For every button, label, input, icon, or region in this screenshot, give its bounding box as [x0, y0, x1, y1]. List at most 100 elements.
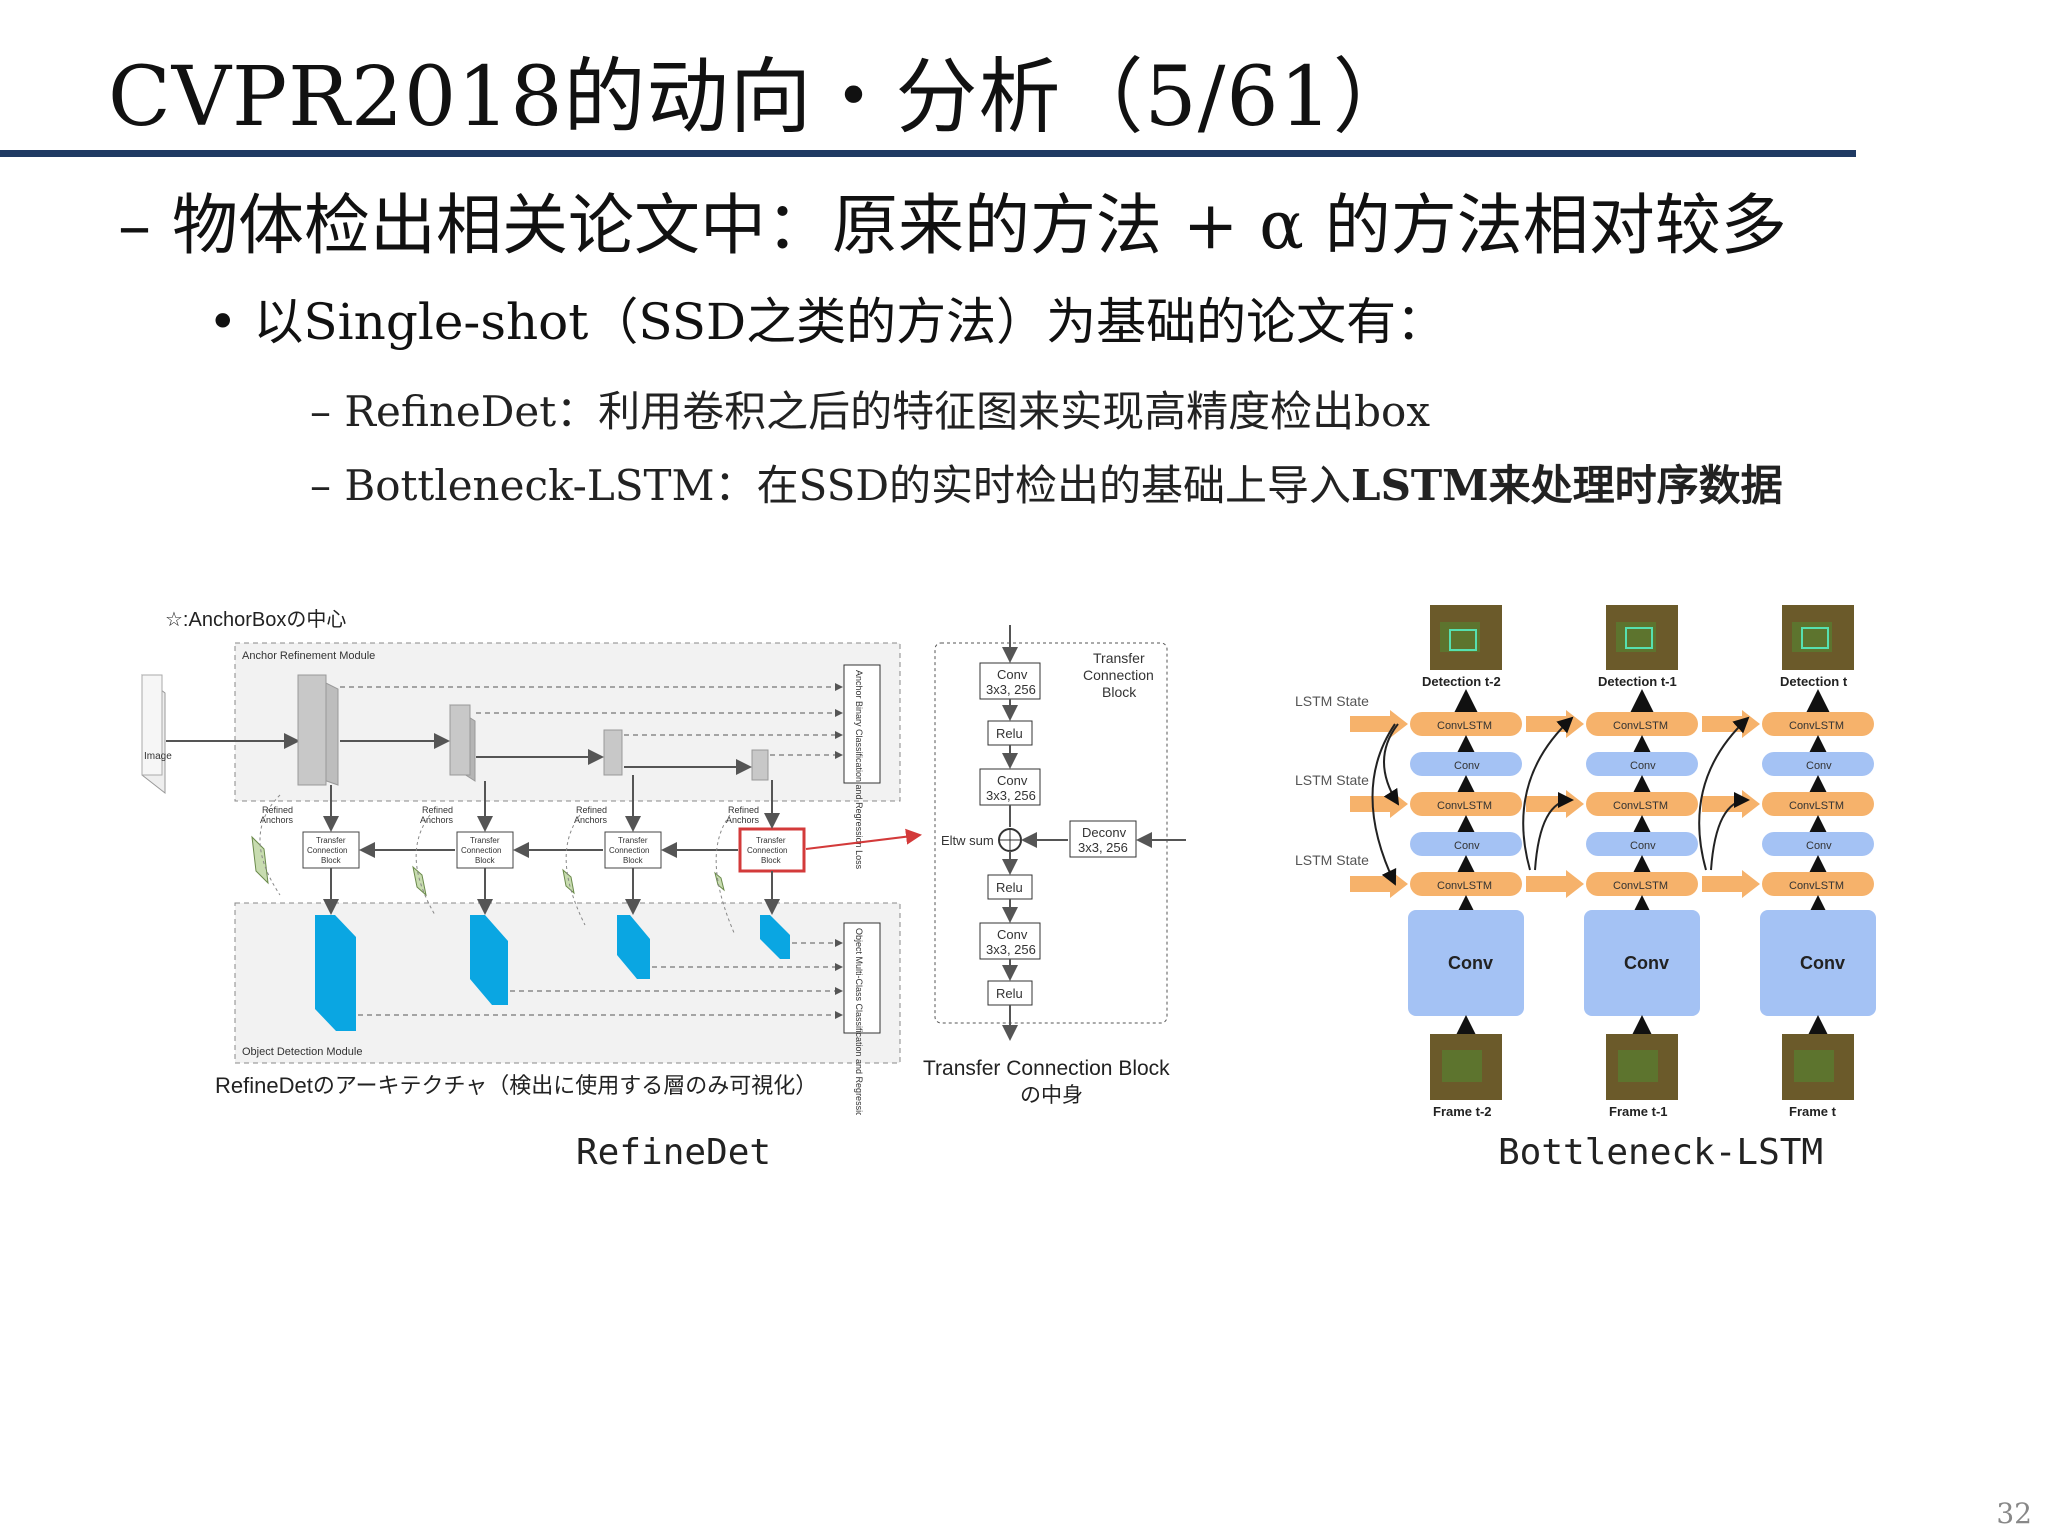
- convlstm-t-2-bottom: [1410, 872, 1522, 896]
- svg-text:Conv: Conv: [1806, 840, 1832, 852]
- tcb-caption-1: Transfer Connection Block: [923, 1057, 1170, 1080]
- arm-loss-box: [843, 664, 881, 784]
- convlstm-t-bottom: [1762, 872, 1874, 896]
- svg-text:ConvLSTM: ConvLSTM: [1789, 880, 1844, 892]
- frame-label-t: Frame t: [1789, 1104, 1837, 1119]
- anchor-glyph-3: [562, 868, 575, 895]
- convlstm-t-1-bottom: [1586, 872, 1698, 896]
- lstm-state-label-1: LSTM State: [1295, 693, 1369, 709]
- refinedet-figure: ☆:AnchorBoxの中心 Anchor Refinement Module …: [141, 608, 1186, 1115]
- bullet-bottleneck-bold: LSTM来处理时序数据: [1351, 461, 1783, 510]
- bullet-bottleneck-regular: – Bottleneck-LSTM：在SSD的实时检出的基础上导入: [310, 461, 1352, 510]
- column-t-2: Detection t-2 ConvLSTM Conv ConvLSTM Con…: [1408, 605, 1524, 1119]
- odm-block-2: [470, 915, 508, 1005]
- conv-t-1-mid: [1586, 832, 1698, 856]
- column-t-1: Detection t-1 ConvLSTM Conv ConvLSTM Con…: [1584, 605, 1700, 1119]
- svg-text:ConvLSTM: ConvLSTM: [1613, 720, 1668, 732]
- title-divider: [0, 150, 1856, 157]
- convlstm-t-1-top: [1586, 712, 1698, 736]
- svg-text:ConvLSTM: ConvLSTM: [1789, 720, 1844, 732]
- svg-text:Conv: Conv: [1454, 840, 1480, 852]
- svg-text:ConvLSTM: ConvLSTM: [1437, 880, 1492, 892]
- conv-t-2-mid: [1410, 832, 1522, 856]
- refinedet-arch-caption: RefineDetのアーキテクチャ（検出に使用する層のみ可視化）: [215, 1073, 817, 1098]
- svg-text:Conv: Conv: [1806, 760, 1832, 772]
- tcb-relu-1-label: Relu: [996, 726, 1023, 741]
- input-image-label: Image: [144, 751, 172, 762]
- arm-loss-label: Anchor Binary Classification and Regress…: [854, 670, 864, 870]
- convlstm-t-2-top: [1410, 712, 1522, 736]
- feature-block-4: [751, 749, 769, 781]
- tcb-caption-2: の中身: [1020, 1084, 1083, 1107]
- odm-module-label: Object Detection Module: [242, 1046, 362, 1058]
- recurrent-arrows: [1371, 716, 1750, 886]
- svg-text:Conv: Conv: [1454, 760, 1480, 772]
- conv-t-top: [1762, 752, 1874, 776]
- bullet-level1: – 物体检出相关论文中：原来的方法 + α 的方法相对较多: [118, 187, 1787, 264]
- conv-t-1-top: [1586, 752, 1698, 776]
- conv-big-t-1: [1584, 910, 1700, 1016]
- tcb-relu-1: [987, 720, 1033, 746]
- detection-label-t-2: Detection t-2: [1422, 674, 1501, 689]
- svg-text:ConvLSTM: ConvLSTM: [1613, 800, 1668, 812]
- conv-t-mid: [1762, 832, 1874, 856]
- conv-big-t: [1760, 910, 1876, 1016]
- odm-block-1: [315, 915, 356, 1031]
- anchor-legend: ☆:AnchorBoxの中心: [165, 608, 346, 631]
- convlstm-t-2-mid: [1410, 792, 1522, 816]
- slide-title: CVPR2018的动向・分析（5/61）: [108, 50, 1416, 145]
- arm-module-box: [234, 642, 901, 802]
- convlstm-t-1-mid: [1586, 792, 1698, 816]
- tcb-conv-3: [979, 922, 1041, 960]
- bottleneck-lstm-figure: LSTM State LSTM State LSTM State Detecti…: [1295, 605, 1876, 1119]
- svg-text:Conv: Conv: [1630, 840, 1656, 852]
- odm-block-4: [760, 915, 790, 959]
- refinedet-caption: RefineDet: [576, 1132, 772, 1173]
- svg-text:Conv: Conv: [1624, 953, 1669, 973]
- tcb-conv-1: [979, 662, 1041, 700]
- frame-label-t-2: Frame t-2: [1433, 1104, 1492, 1119]
- tcb-deconv: [1069, 820, 1137, 858]
- tcb-box-1: [302, 831, 360, 869]
- lstm-state-label-2: LSTM State: [1295, 772, 1369, 788]
- feature-block-3: [603, 729, 623, 776]
- detection-label-t-1: Detection t-1: [1598, 674, 1677, 689]
- svg-text:Conv: Conv: [1448, 953, 1493, 973]
- page-number: 32: [1996, 1497, 2032, 1530]
- convlstm-t-top: [1762, 712, 1874, 736]
- tcb-relu-3-label: Relu: [996, 986, 1023, 1001]
- tcb-relu-2-label: Relu: [996, 880, 1023, 895]
- odm-block-3: [617, 915, 650, 979]
- svg-text:ConvLSTM: ConvLSTM: [1437, 720, 1492, 732]
- svg-text:ConvLSTM: ConvLSTM: [1613, 880, 1668, 892]
- anchor-glyph-2: [412, 865, 427, 897]
- svg-text:Conv: Conv: [1630, 760, 1656, 772]
- detection-label-t: Detection t: [1780, 674, 1848, 689]
- convlstm-t-mid: [1762, 792, 1874, 816]
- anchor-glyph-4: [714, 871, 725, 892]
- bottleneck-lstm-caption: Bottleneck-LSTM: [1498, 1132, 1824, 1173]
- svg-text:Conv: Conv: [1800, 953, 1845, 973]
- column-t: Detection t ConvLSTM Conv ConvLSTM Conv …: [1760, 605, 1876, 1119]
- conv-t-2-top: [1410, 752, 1522, 776]
- tcb-eltw-label: Eltw sum: [941, 833, 994, 848]
- bullet-bottleneck-lstm: – Bottleneck-LSTM：在SSD的实时检出的基础上导入LSTM来处理…: [310, 452, 1783, 513]
- tcb-box-2: [456, 831, 514, 869]
- bullet-level2: • 以Single-shot（SSD之类的方法）为基础的论文有：: [208, 293, 1447, 351]
- svg-text:ConvLSTM: ConvLSTM: [1437, 800, 1492, 812]
- arm-module-label: Anchor Refinement Module: [242, 650, 375, 662]
- odm-loss-box: [843, 922, 881, 1034]
